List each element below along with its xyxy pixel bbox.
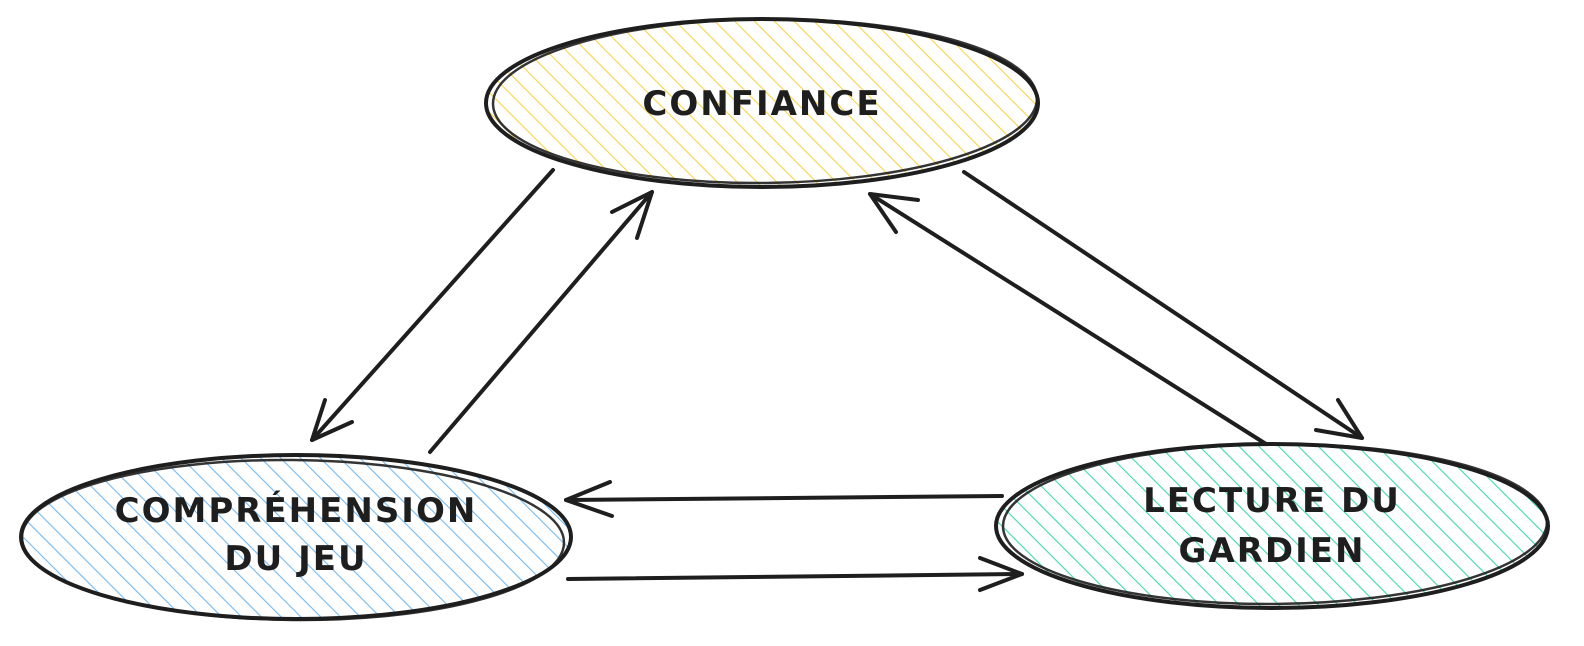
edge-confiance-to-lecture-arrowhead [1314, 398, 1364, 440]
node-lecture-label-line1: LECTURE DU [1143, 481, 1401, 521]
edge-confiance-to-lecture [962, 170, 1364, 440]
node-comprehension-fill [22, 456, 570, 618]
edge-confiance-to-comprehension-line [310, 168, 555, 442]
edge-confiance-to-comprehension-arrowhead [310, 398, 354, 442]
node-lecture-fill [997, 445, 1547, 607]
node-comprehension-label-line1: COMPRÉHENSION [115, 490, 478, 531]
edge-lecture-to-comprehension-arrowhead [564, 480, 614, 518]
edge-lecture-to-confiance-line [868, 192, 1268, 446]
node-comprehension-outline-sketch [20, 458, 566, 622]
edge-lecture-to-comprehension [564, 480, 1004, 518]
edge-comprehension-to-lecture [566, 556, 1024, 592]
node-lecture-outline-sketch [1001, 442, 1549, 606]
node-comprehension-du-jeu[interactable]: COMPRÉHENSION DU JEU [19, 453, 573, 623]
node-confiance[interactable]: CONFIANCE [484, 16, 1040, 189]
edge-lecture-to-confiance-arrowhead [868, 192, 920, 234]
node-comprehension-label-line2: DU JEU [224, 539, 367, 579]
edge-lecture-to-comprehension-line [564, 494, 1004, 502]
edge-comprehension-to-confiance [428, 190, 654, 454]
edge-comprehension-to-confiance-arrowhead [610, 190, 654, 240]
node-lecture-du-gardien[interactable]: LECTURE DU GARDIEN [994, 442, 1550, 610]
edge-comprehension-to-confiance-line [428, 190, 654, 454]
edge-confiance-to-comprehension [310, 168, 555, 442]
node-confiance-label: CONFIANCE [642, 84, 881, 124]
edge-lecture-to-confiance [868, 192, 1268, 446]
node-lecture-label-line2: GARDIEN [1179, 531, 1366, 571]
edge-comprehension-to-lecture-arrowhead [978, 556, 1024, 592]
node-confiance-outline-sketch [491, 17, 1039, 185]
edge-comprehension-to-lecture-line [566, 572, 1024, 581]
edge-confiance-to-lecture-line [962, 170, 1364, 440]
node-confiance-fill [487, 20, 1037, 186]
